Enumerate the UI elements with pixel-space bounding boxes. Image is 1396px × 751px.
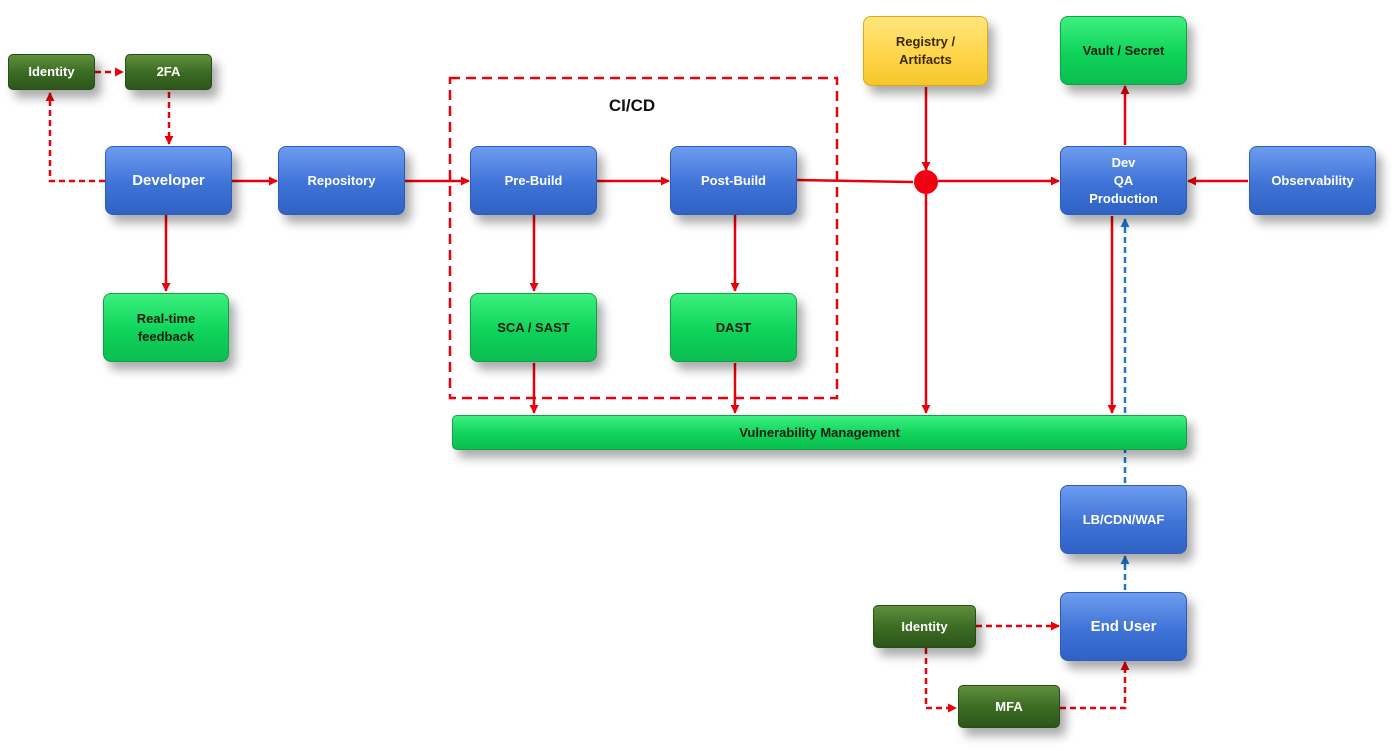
identity-bottom-node: Identity <box>873 605 976 648</box>
cicd-boundary <box>448 76 839 400</box>
prebuild-node: Pre-Build <box>470 146 597 215</box>
mfa-node: MFA <box>958 685 1060 728</box>
vulnerability-management-bar: Vulnerability Management <box>452 415 1187 450</box>
sca-sast-node: SCA / SAST <box>470 293 597 362</box>
repository-node: Repository <box>278 146 405 215</box>
cicd-label: CI/CD <box>608 96 656 115</box>
arrow-mfa-to-enduser <box>1060 661 1130 710</box>
pipeline-junction <box>914 170 938 194</box>
identity-top-node: Identity <box>8 54 95 90</box>
lb-cdn-waf-node: LB/CDN/WAF <box>1060 485 1187 554</box>
developer-node: Developer <box>105 146 232 215</box>
arrow-postbuild-to-junction <box>796 178 914 184</box>
postbuild-node: Post-Build <box>670 146 797 215</box>
realtime-feedback-node: Real-time feedback <box>103 293 229 362</box>
registry-artifacts-node: Registry / Artifacts <box>863 16 988 86</box>
end-user-node: End User <box>1060 592 1187 661</box>
observability-node: Observability <box>1249 146 1376 215</box>
dast-node: DAST <box>670 293 797 362</box>
environments-node: Dev QA Production <box>1060 146 1187 215</box>
arrow-identity-to-mfa <box>924 648 957 713</box>
arrow-developer-to-identity <box>45 92 105 183</box>
twofa-node: 2FA <box>125 54 212 90</box>
vault-secret-node: Vault / Secret <box>1060 16 1187 85</box>
